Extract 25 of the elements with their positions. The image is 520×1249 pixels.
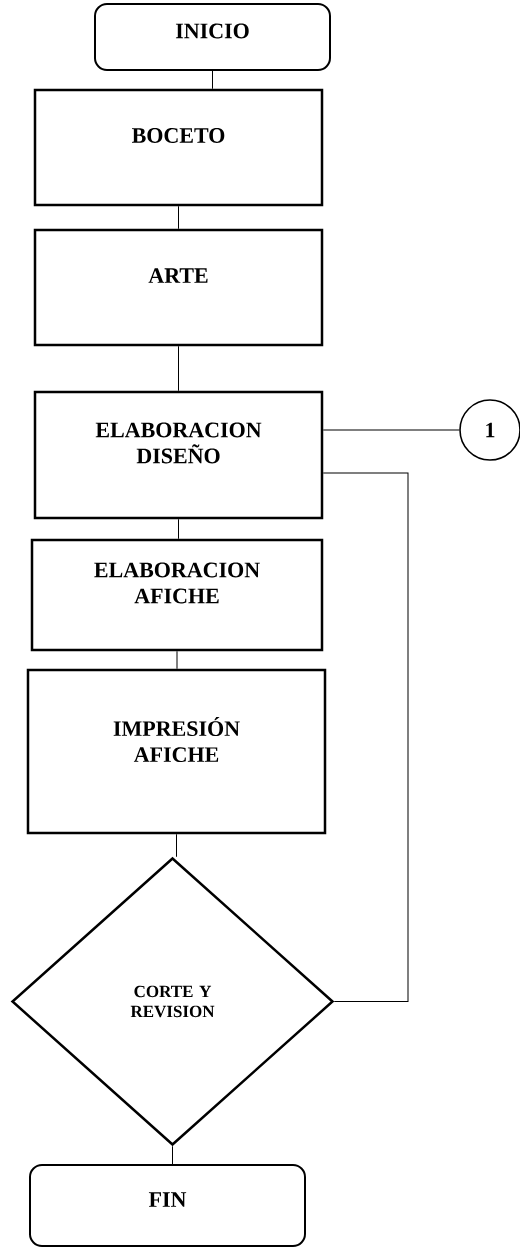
- node-label: IMPRESIÓN AFICHE: [113, 716, 240, 763]
- terminal-box: [94, 3, 331, 71]
- terminal-box: [29, 1164, 306, 1247]
- node-label: BOCETO: [132, 128, 225, 143]
- node-label: CORTE Y REVISION: [130, 985, 215, 1018]
- node-label: 1: [486, 422, 495, 438]
- process-box: [26, 668, 327, 835]
- node-label: INICIO: [175, 23, 249, 39]
- connector-line: [178, 205, 179, 230]
- process-box: [33, 390, 324, 520]
- connector-line: [176, 833, 177, 858]
- process-box: [30, 538, 324, 652]
- connector-line: [178, 345, 179, 392]
- connector-line: [322, 429, 460, 431]
- connector-line: [178, 518, 179, 540]
- node-label: ELABORACION DISEÑO: [95, 422, 262, 464]
- connector-line: [212, 70, 213, 90]
- node-label: ARTE: [148, 268, 208, 283]
- process-box: [33, 228, 324, 347]
- connector-line: [172, 1145, 173, 1165]
- connector-line: [176, 650, 178, 670]
- node-label: ELABORACION AFICHE: [94, 562, 260, 604]
- process-box: [33, 88, 324, 207]
- connector-line: [322, 472, 409, 1002]
- node-label: FIN: [148, 1192, 187, 1207]
